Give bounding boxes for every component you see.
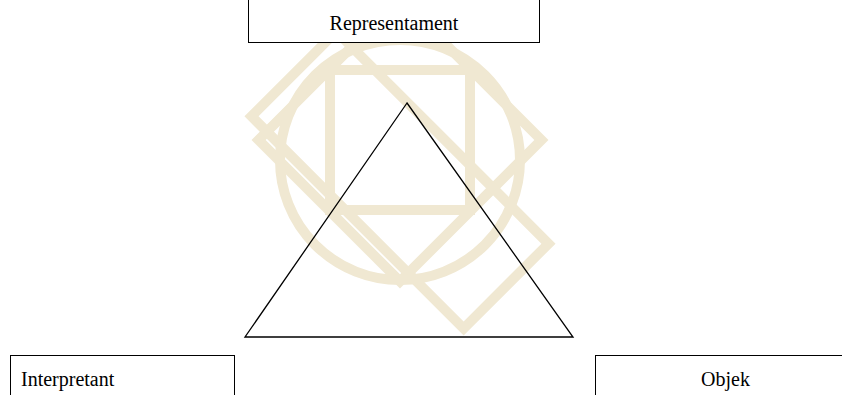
node-label: Objek (606, 367, 842, 391)
object-box: Objek (595, 355, 842, 395)
watermark-pattern (252, 0, 549, 328)
semiotic-triangle (245, 103, 573, 337)
node-label: Interpretant (21, 367, 224, 391)
node-label: Representament (259, 11, 529, 35)
interpretant-box: Interpretant (10, 355, 235, 395)
sign-box: Representament (248, 0, 540, 43)
